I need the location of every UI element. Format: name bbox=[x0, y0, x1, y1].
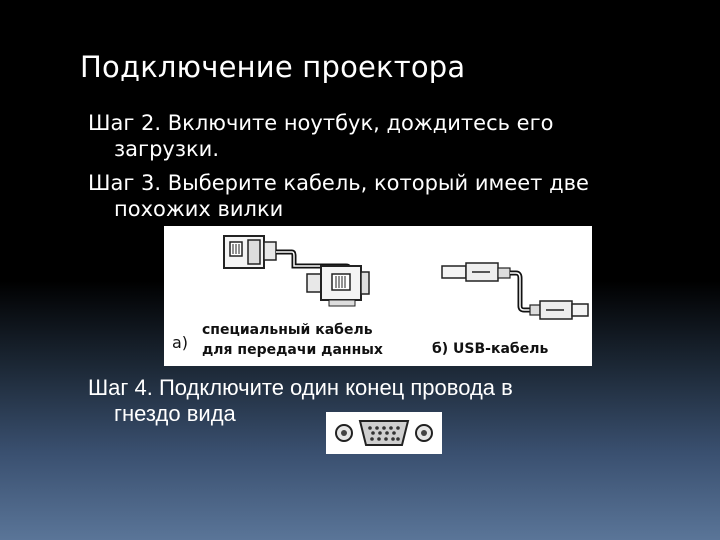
step-4-text: Шаг 4. Подключите один конец провода в bbox=[88, 375, 513, 400]
caption-a-letter: а) bbox=[172, 333, 188, 352]
step-3-text-cont: похожих вилки bbox=[114, 197, 284, 221]
usb-cable-icon bbox=[441, 262, 589, 320]
step-3-label: Шаг 3. bbox=[88, 171, 162, 195]
step-2: Шаг 2. Включите ноутбук, дождитесь его з… bbox=[88, 110, 554, 162]
vga-cable-icon bbox=[223, 235, 370, 307]
cable-figure: а) специальный кабель для передачи данны… bbox=[164, 226, 592, 366]
step-4: Шаг 4. Подключите один конец провода в г… bbox=[88, 375, 513, 427]
step-2-text-cont: загрузки. bbox=[114, 137, 219, 161]
step-3-text: Выберите кабель, который имеет две bbox=[161, 171, 589, 195]
caption-a-line1: специальный кабель bbox=[202, 322, 373, 338]
caption-b: б) USB-кабель bbox=[432, 341, 548, 357]
vga-port-icon bbox=[326, 412, 442, 454]
step-4-text-cont: гнездо вида bbox=[114, 401, 236, 426]
slide-title: Подключение проектора bbox=[80, 50, 466, 84]
step-3: Шаг 3. Выберите кабель, который имеет дв… bbox=[88, 170, 589, 222]
step-2-label: Шаг 2. bbox=[88, 111, 162, 135]
step-2-text: Включите ноутбук, дождитесь его bbox=[161, 111, 554, 135]
caption-a-line2: для передачи данных bbox=[202, 342, 383, 358]
